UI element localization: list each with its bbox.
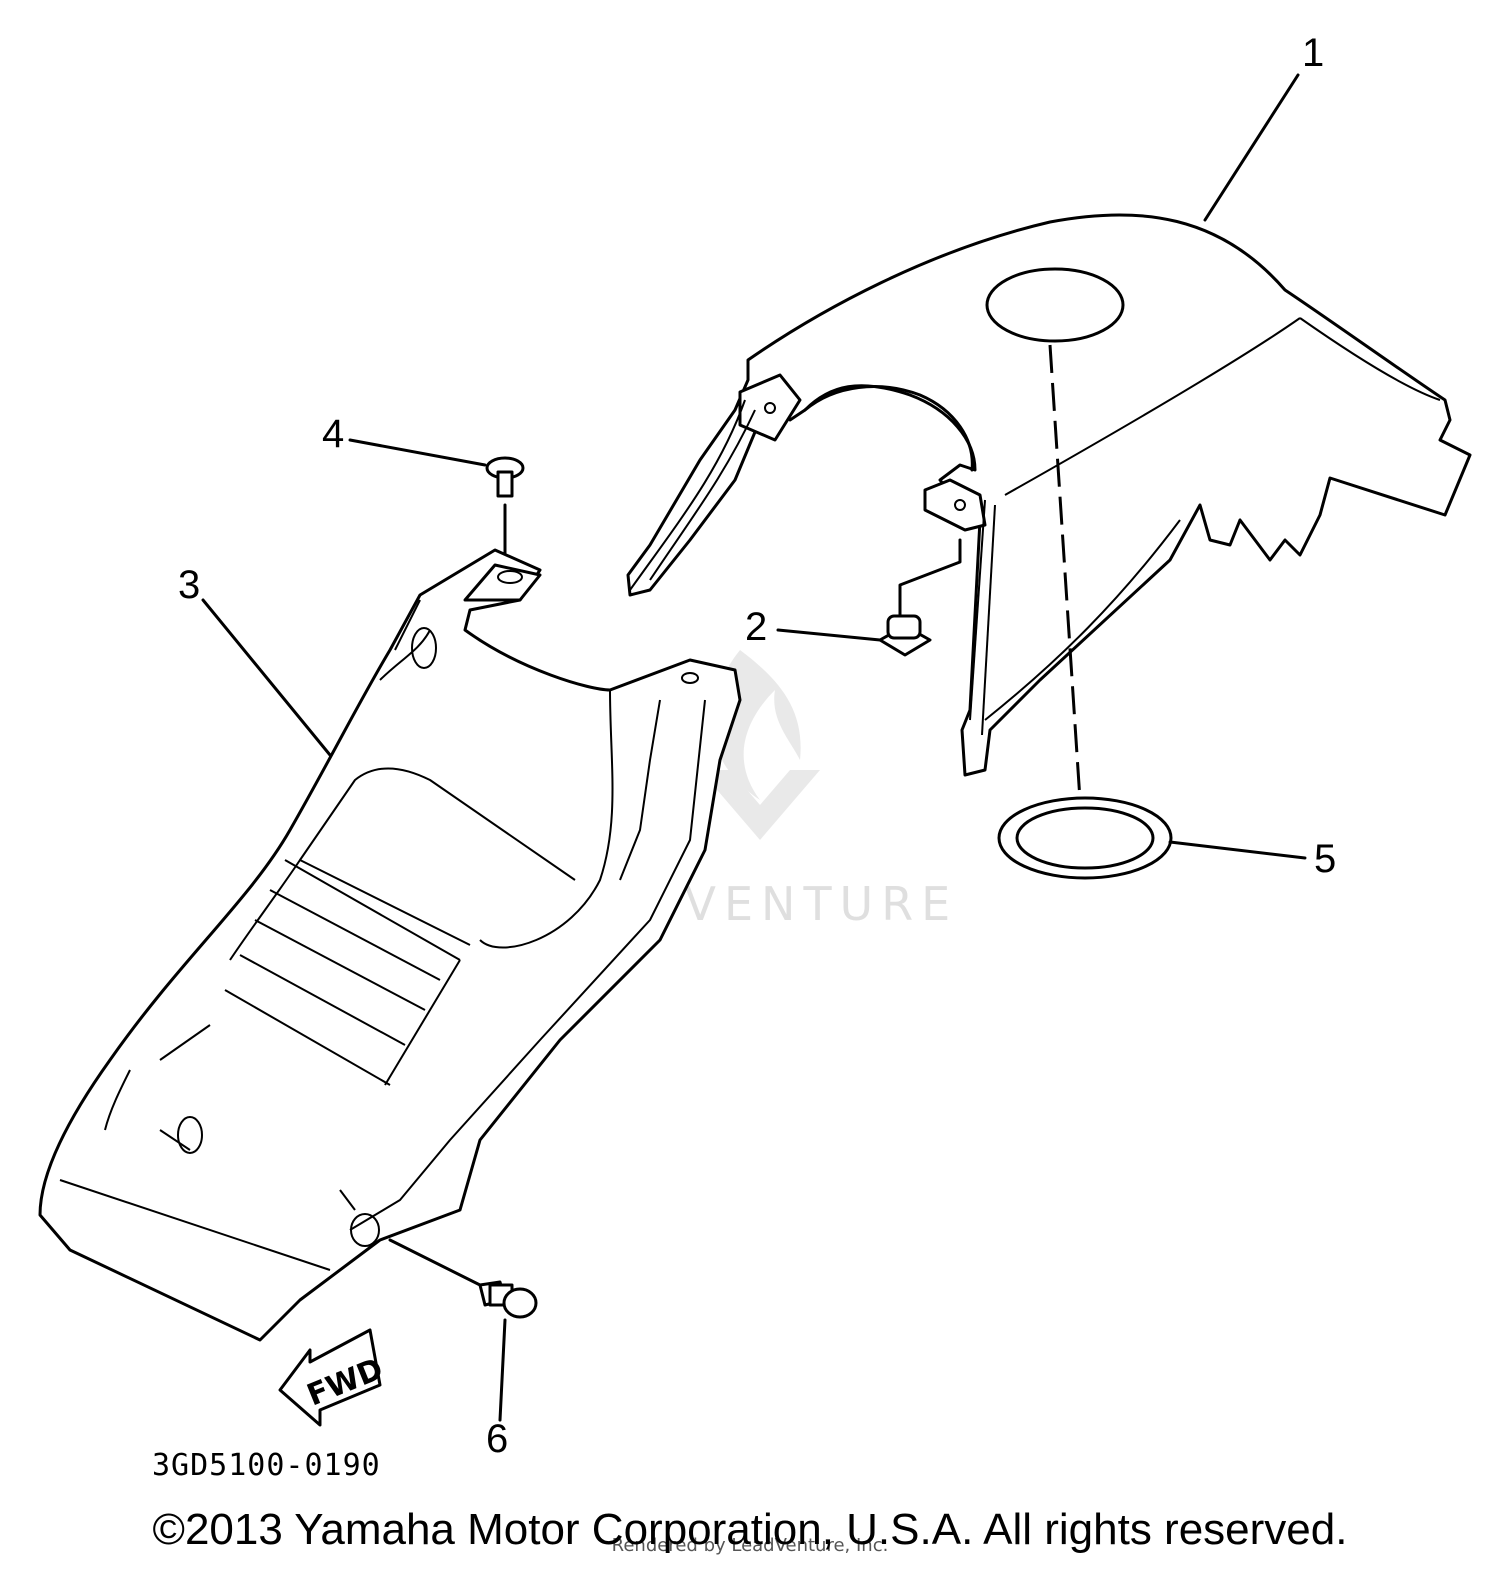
part-3-fender — [38, 548, 742, 1342]
part-1-cowl — [626, 213, 1472, 801]
diagram-code: 3GD5100-0190 — [152, 1448, 381, 1483]
part-6-bolt — [388, 1238, 538, 1422]
fwd-arrow: FWD — [278, 1328, 388, 1427]
part-4-screw — [485, 456, 525, 564]
callout-5: 5 — [1314, 837, 1336, 881]
callout-4: 4 — [322, 412, 344, 456]
part-2-nut — [878, 538, 962, 657]
callout-6: 6 — [486, 1417, 508, 1461]
copyright-notice: ©2013 Yamaha Motor Corporation, U.S.A. A… — [152, 1505, 1348, 1554]
callout-3: 3 — [178, 563, 200, 607]
rendered-by-note: Rendered by LeadVenture, Inc. — [611, 1535, 889, 1556]
callout-1: 1 — [1302, 31, 1324, 75]
part-5-gasket — [997, 796, 1173, 880]
callout-2: 2 — [745, 605, 767, 649]
leader-lines — [201, 73, 1307, 860]
